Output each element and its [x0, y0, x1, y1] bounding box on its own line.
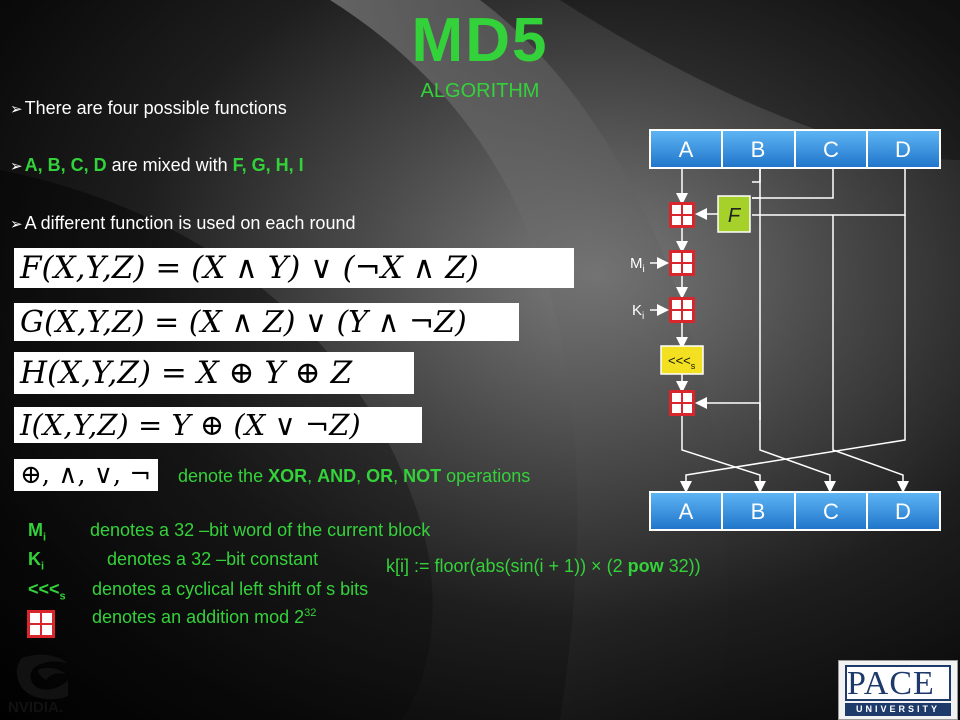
note-and: AND — [317, 466, 357, 486]
adder-4 — [669, 390, 695, 416]
formula-g: G(X,Y,Z) = (X ∧ Z) ∨ (Y ∧ ¬Z) — [14, 303, 519, 341]
nvidia-logo: NVIDIA. — [8, 654, 68, 716]
bottom-register-b: B — [751, 499, 766, 524]
bullet-different-function: ➢A different function is used on each ro… — [10, 213, 355, 234]
top-register-d: D — [895, 137, 911, 162]
top-registers: A B C D — [649, 129, 941, 169]
formula-operators: ⊕, ∧, ∨, ¬ — [14, 459, 158, 491]
adder-3 — [669, 297, 695, 323]
bottom-register-c: C — [823, 499, 839, 524]
adder-2 — [669, 250, 695, 276]
formula-i: I(X,Y,Z) = Y ⊕ (X ∨ ¬Z) — [14, 407, 422, 443]
diagram-wires — [650, 168, 909, 493]
note-sep: , — [356, 466, 367, 486]
bullet-text-functions: F, G, H, I — [232, 155, 304, 175]
formula-f: F(X,Y,Z) = (X ∧ Y) ∨ (¬X ∧ Z) — [14, 248, 574, 288]
pace-university-logo: PACE UNIVERSITY — [838, 660, 958, 720]
note-not: NOT — [403, 466, 442, 486]
note-text: denote the — [178, 466, 269, 486]
bottom-registers: A B C D — [649, 491, 941, 531]
operators-note: denote the XOR, AND, OR, NOT operations — [178, 466, 530, 487]
bottom-register-d: D — [895, 499, 911, 524]
md5-round-diagram: A B C D F <<<s — [630, 129, 941, 531]
arrow-bullet-icon: ➢ — [10, 216, 23, 233]
bullet-mixed: ➢A, B, C, D are mixed with F, G, H, I — [10, 155, 304, 176]
def-k-text: denotes a 32 –bit constant — [107, 549, 319, 569]
arrow-bullet-icon: ➢ — [10, 101, 23, 118]
bullet-four-functions: ➢There are four possible functions — [10, 98, 287, 119]
adder-icon — [27, 610, 55, 638]
shift-box — [660, 345, 704, 375]
pace-university-label: UNIVERSITY — [845, 703, 951, 716]
bullet-text-registers: A, B, C, D — [24, 155, 107, 175]
k-input-label: Ki — [632, 302, 644, 322]
def-m-label: Mi — [28, 520, 47, 544]
adder-1 — [669, 202, 695, 228]
k-formula: k[i] := floor(abs(sin(i + 1)) × (2 pow 3… — [386, 556, 701, 576]
note-sep: , — [393, 466, 404, 486]
def-m-text: denotes a 32 –bit word of the current bl… — [90, 520, 431, 540]
pace-wordmark: PACE — [847, 665, 935, 702]
def-shift-label: <<<s — [28, 579, 66, 603]
top-register-a: A — [679, 137, 694, 162]
function-box-label: F — [728, 205, 742, 227]
nvidia-wordmark: NVIDIA. — [8, 699, 63, 716]
m-input-label: Mi — [630, 255, 645, 275]
note-sep: , — [307, 466, 318, 486]
top-register-c: C — [823, 137, 839, 162]
note-text: operations — [441, 466, 531, 486]
arrow-bullet-icon: ➢ — [10, 158, 23, 175]
shift-box-label: <<<s — [668, 353, 696, 371]
def-shift-text: denotes a cyclical left shift of s bits — [92, 579, 369, 599]
bullet-text: are mixed with — [106, 155, 233, 175]
def-k-label: Ki — [28, 549, 45, 573]
def-add-text: denotes an addition mod 232 — [92, 607, 317, 627]
bottom-register-a: A — [679, 499, 694, 524]
slide-subtitle: ALGORITHM — [420, 80, 540, 102]
note-xor: XOR — [268, 466, 308, 486]
function-box — [717, 195, 751, 233]
slide-title: MD5 — [411, 6, 549, 75]
formula-h: H(X,Y,Z) = X ⊕ Y ⊕ Z — [14, 352, 414, 394]
bullet-text: A different function is used on each rou… — [24, 213, 356, 233]
top-register-b: B — [751, 137, 766, 162]
note-or: OR — [366, 466, 394, 486]
bullet-text: There are four possible functions — [24, 98, 287, 118]
